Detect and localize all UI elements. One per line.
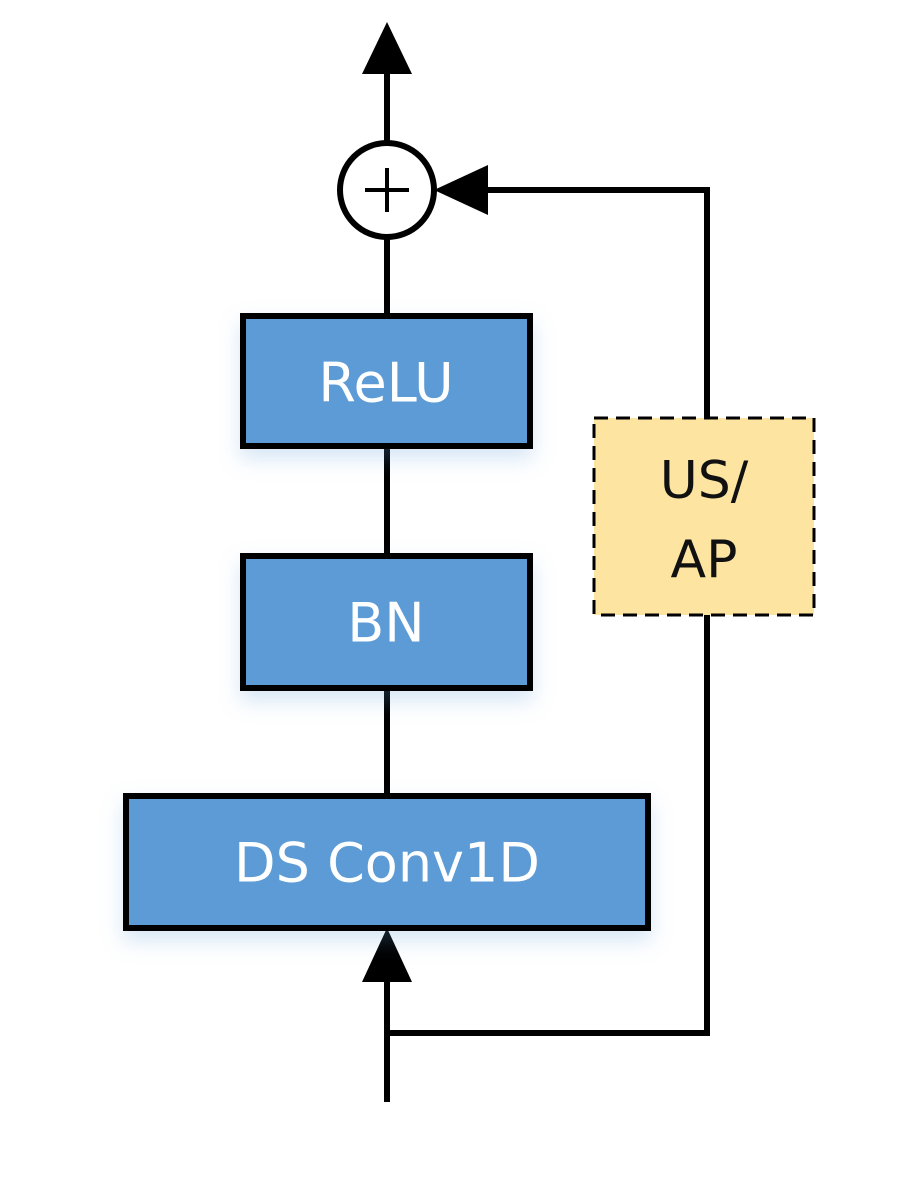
us-ap-label-line2: AP xyxy=(671,530,738,590)
relu-label: ReLU xyxy=(318,352,453,415)
input-arrow-icon xyxy=(362,928,412,982)
bn-label: BN xyxy=(347,592,424,655)
ds-conv-label: DS Conv1D xyxy=(234,832,540,895)
us-ap-block xyxy=(592,416,816,617)
relu-block xyxy=(240,313,533,449)
skip-upper-path xyxy=(485,187,710,418)
add-node xyxy=(337,140,437,240)
ds-conv-block xyxy=(123,793,651,931)
output-arrow-icon xyxy=(362,22,412,74)
bn-block xyxy=(240,553,533,691)
skip-arrow-icon xyxy=(434,165,488,215)
us-ap-label-line1: US/ xyxy=(660,451,749,511)
skip-lower-path xyxy=(387,615,710,1036)
